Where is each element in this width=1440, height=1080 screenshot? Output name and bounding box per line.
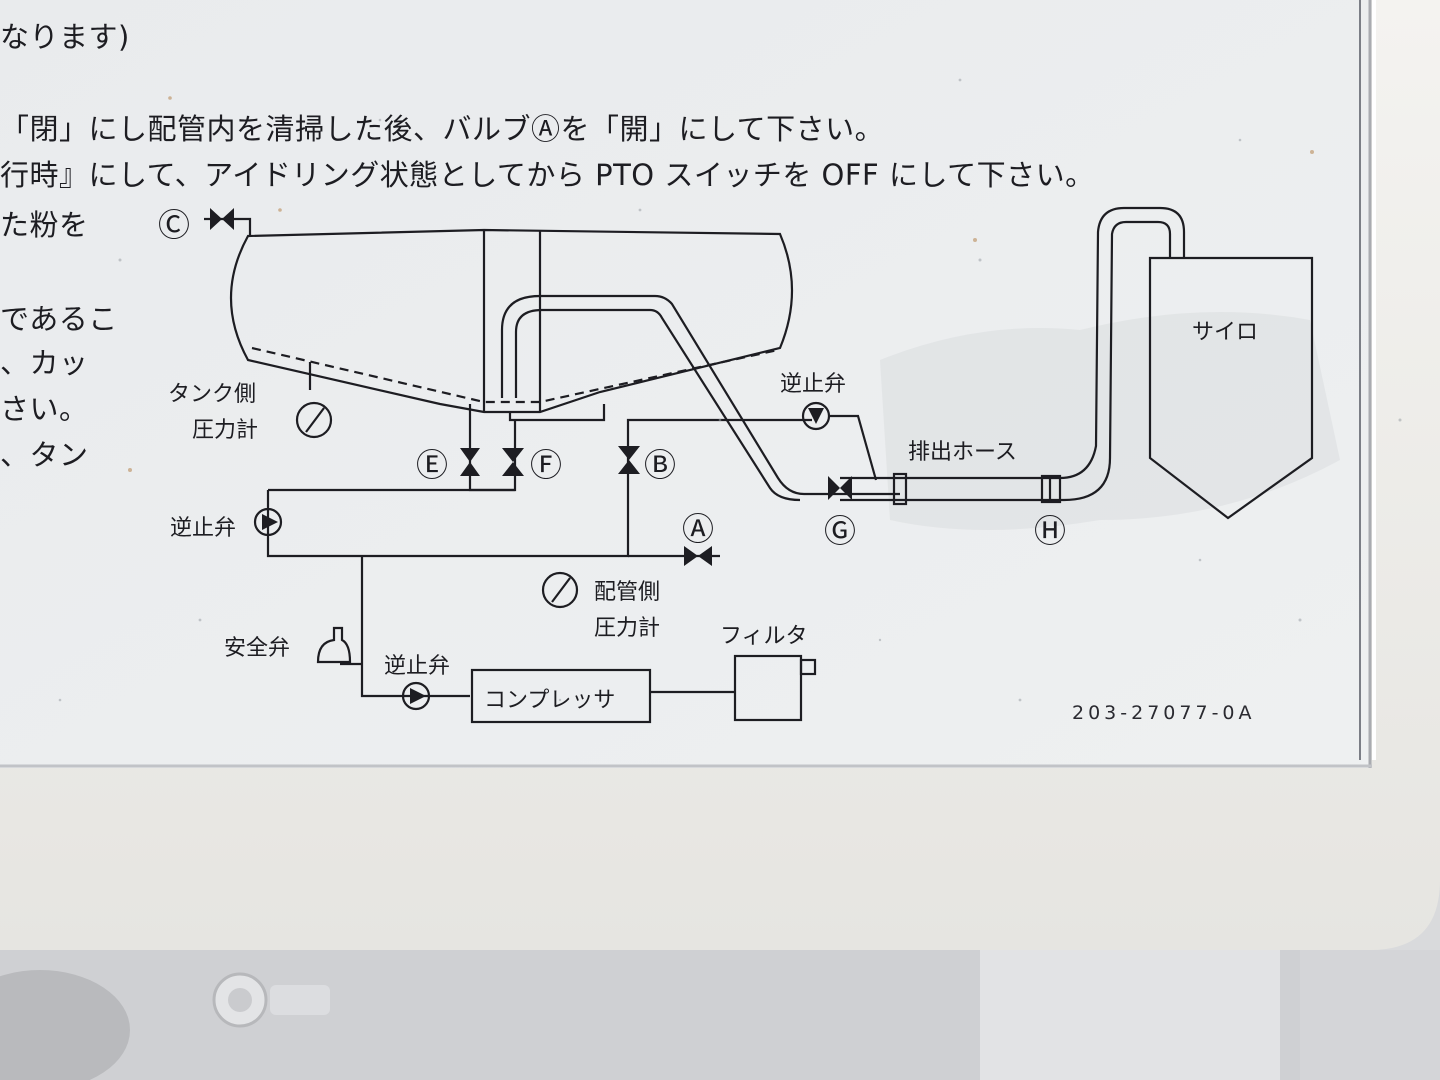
instruction-line-4: た粉を bbox=[0, 208, 89, 242]
valve-marker-f: Ⓕ bbox=[530, 446, 563, 484]
surface-specks bbox=[58, 78, 1402, 702]
filter-box bbox=[733, 654, 803, 722]
machinery-beam bbox=[980, 950, 1280, 1080]
valve-marker-h: Ⓗ bbox=[1034, 512, 1067, 550]
tank-gauge bbox=[295, 401, 333, 439]
check-valve-label-bottom: 逆止弁 bbox=[384, 654, 451, 679]
compressor-label: コンプレッサ bbox=[484, 688, 616, 713]
tank-gauge-label: タンク側 bbox=[168, 382, 257, 407]
pipe-gauge-label-2: 圧力計 bbox=[594, 616, 661, 641]
valve-marker-g: Ⓖ bbox=[824, 512, 857, 550]
valve-symbols bbox=[210, 208, 852, 704]
instruction-line-2: 「閉」にし配管内を清掃した後、バルブⒶを「開」にして下さい。 bbox=[0, 112, 885, 146]
valve-marker-a: Ⓐ bbox=[682, 510, 715, 548]
safety-valve-icon bbox=[316, 626, 352, 664]
silo-outline bbox=[1148, 256, 1314, 520]
check-valve-label-left: 逆止弁 bbox=[170, 516, 237, 541]
valve-marker-c: Ⓒ bbox=[158, 206, 191, 244]
instruction-line-5: であるこ bbox=[0, 302, 118, 336]
instruction-line-8: 、タン bbox=[0, 438, 89, 472]
machinery-cylinder bbox=[0, 970, 130, 1080]
tank-gauge-label-2: 圧力計 bbox=[192, 418, 259, 443]
instruction-plate bbox=[0, 0, 1370, 768]
compressor-box bbox=[470, 668, 652, 724]
valve-marker-e: Ⓔ bbox=[416, 446, 449, 484]
safety-valve-label: 安全弁 bbox=[224, 636, 291, 661]
pipe-gauge-label: 配管側 bbox=[594, 580, 661, 605]
silo-label: サイロ bbox=[1192, 320, 1259, 345]
discharge-hose-label: 排出ホース bbox=[908, 440, 1017, 465]
check-valve-label-top: 逆止弁 bbox=[780, 372, 847, 397]
valve-marker-b: Ⓑ bbox=[644, 446, 677, 484]
pipe-gauge bbox=[541, 571, 579, 609]
instruction-line-7: さい。 bbox=[0, 392, 89, 426]
filter-label: フィルタ bbox=[720, 624, 808, 649]
instruction-line-6: 、カッ bbox=[0, 346, 89, 380]
instruction-line-1: なります) bbox=[0, 20, 130, 54]
part-number: 203-27077-0A bbox=[1072, 702, 1256, 724]
instruction-line-3: 行時』にして、アイドリング状態としてから PTO スイッチを OFF にして下さ… bbox=[0, 158, 1095, 192]
